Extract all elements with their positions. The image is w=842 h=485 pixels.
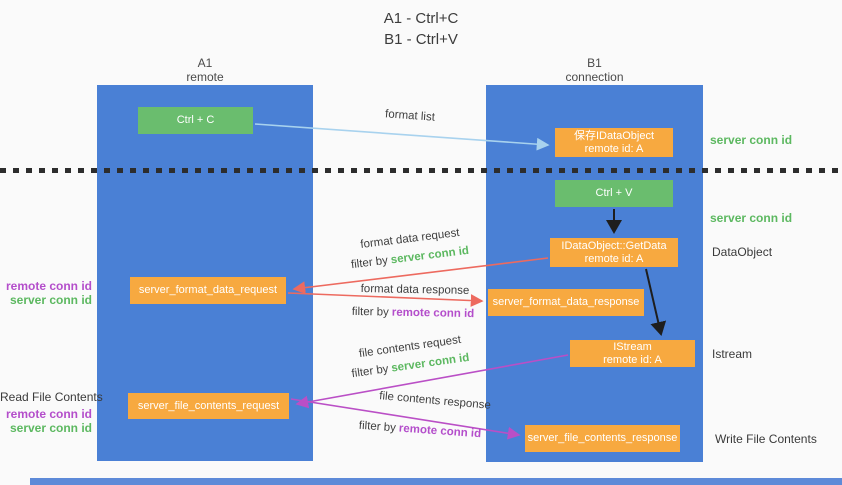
save-idataobject-remote-id: remote id: A <box>584 142 644 155</box>
format-response-label: server_format_data_response <box>492 296 640 308</box>
filter-by-text: filter by <box>351 305 389 319</box>
node-server-format-data-request: server_format_data_request <box>130 277 286 304</box>
side-label-read-file-contents: Read File Contents <box>0 390 103 404</box>
side-label-write-file-contents: Write File Contents <box>715 432 817 446</box>
side-label-dataobject: DataObject <box>712 245 773 259</box>
file-request-label: server_file_contents_request <box>137 399 280 412</box>
column-b-name: B1 <box>587 56 602 70</box>
node-server-format-data-response: server_format_data_response <box>488 289 644 316</box>
node-server-file-contents-response: server_file_contents_response <box>525 425 680 452</box>
getdata-remote-id: remote id: A <box>584 252 644 265</box>
side-label-server-conn-id-top: server conn id <box>710 133 793 147</box>
side-label-server-conn-id-1: server conn id <box>9 293 92 307</box>
filter-by-text: filter by <box>358 419 397 435</box>
filter-by-text: filter by <box>350 254 389 272</box>
istream-title: IStream <box>613 340 652 353</box>
node-istream: IStream remote id: A <box>570 340 695 367</box>
title-line-2: B1 - Ctrl+V <box>384 31 458 48</box>
phase-separator-dotted-line <box>0 168 842 173</box>
node-ctrl-v: Ctrl + V <box>555 180 673 207</box>
remote-conn-id-highlight: remote conn id <box>391 306 475 321</box>
istream-remote-id: remote id: A <box>603 353 662 366</box>
getdata-title: IDataObject::GetData <box>561 239 667 252</box>
side-label-server-conn-id-2: server conn id <box>9 421 92 435</box>
ctrl-c-label: Ctrl + C <box>176 114 215 126</box>
save-idataobject-title: 保存IDataObject <box>573 129 655 142</box>
node-idataobject-getdata: IDataObject::GetData remote id: A <box>550 238 678 267</box>
side-label-istream: Istream <box>712 347 753 361</box>
remote-conn-id-highlight: remote conn id <box>398 422 482 441</box>
server-conn-id-highlight: server conn id <box>390 351 471 375</box>
bottom-blue-bar <box>30 478 842 485</box>
server-conn-id-highlight: server conn id <box>390 244 470 267</box>
label-format-data-response: format data response <box>360 283 470 297</box>
side-label-remote-conn-id-2: remote conn id <box>5 407 92 421</box>
title-line-1: A1 - Ctrl+C <box>383 10 459 27</box>
ctrl-v-label: Ctrl + V <box>595 187 633 199</box>
format-request-label: server_format_data_request <box>138 284 278 296</box>
column-a-subtitle: remote <box>186 70 224 84</box>
column-a-name: A1 <box>197 56 213 70</box>
side-label-remote-conn-id-1: remote conn id <box>5 279 92 293</box>
side-label-server-conn-id-mid: server conn id <box>710 211 793 225</box>
filter-by-text: filter by <box>350 363 390 381</box>
column-a-header: A1 remote <box>97 56 313 84</box>
column-b-subtitle: connection <box>565 70 624 84</box>
file-response-label: server_file_contents_response <box>527 432 678 444</box>
node-server-file-contents-request: server_file_contents_request <box>128 393 289 419</box>
node-ctrl-c: Ctrl + C <box>138 107 253 134</box>
diagram-title: A1 - Ctrl+C B1 - Ctrl+V <box>0 8 842 50</box>
label-format-list: format list <box>384 108 436 124</box>
column-b-header: B1 connection <box>486 56 703 84</box>
node-save-idataobject: 保存IDataObject remote id: A <box>555 128 673 157</box>
